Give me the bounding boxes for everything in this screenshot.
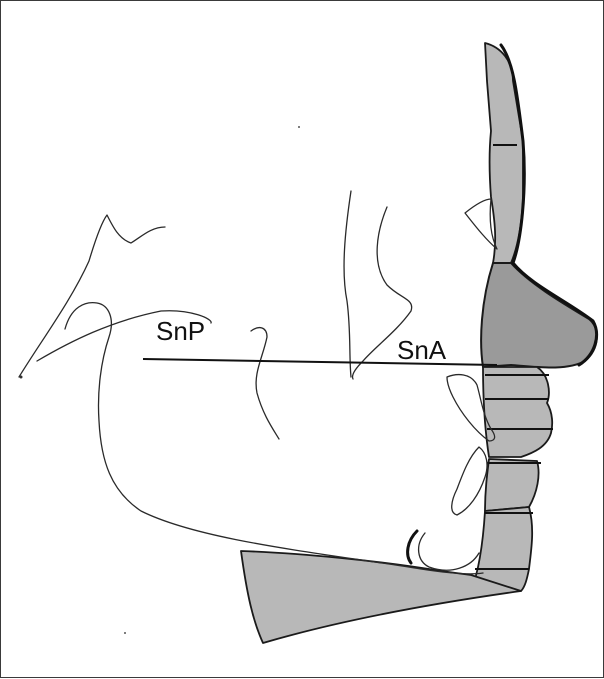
speck	[124, 632, 126, 634]
upper-lip	[483, 367, 552, 457]
sella-tracing	[19, 215, 165, 377]
symphysis-tracing	[408, 531, 417, 563]
lower-incisor	[452, 447, 487, 515]
nose-shape	[481, 263, 597, 368]
speck	[298, 126, 300, 128]
snp-label: SnP	[156, 316, 205, 346]
symphysis-inner	[419, 533, 479, 570]
skeletal-tracings	[19, 191, 497, 574]
lower-lip	[485, 459, 539, 511]
sna-label: SnA	[397, 335, 447, 365]
pterygoid-tracing	[251, 328, 279, 439]
speck	[20, 376, 23, 379]
orbit-tracing	[344, 191, 351, 377]
